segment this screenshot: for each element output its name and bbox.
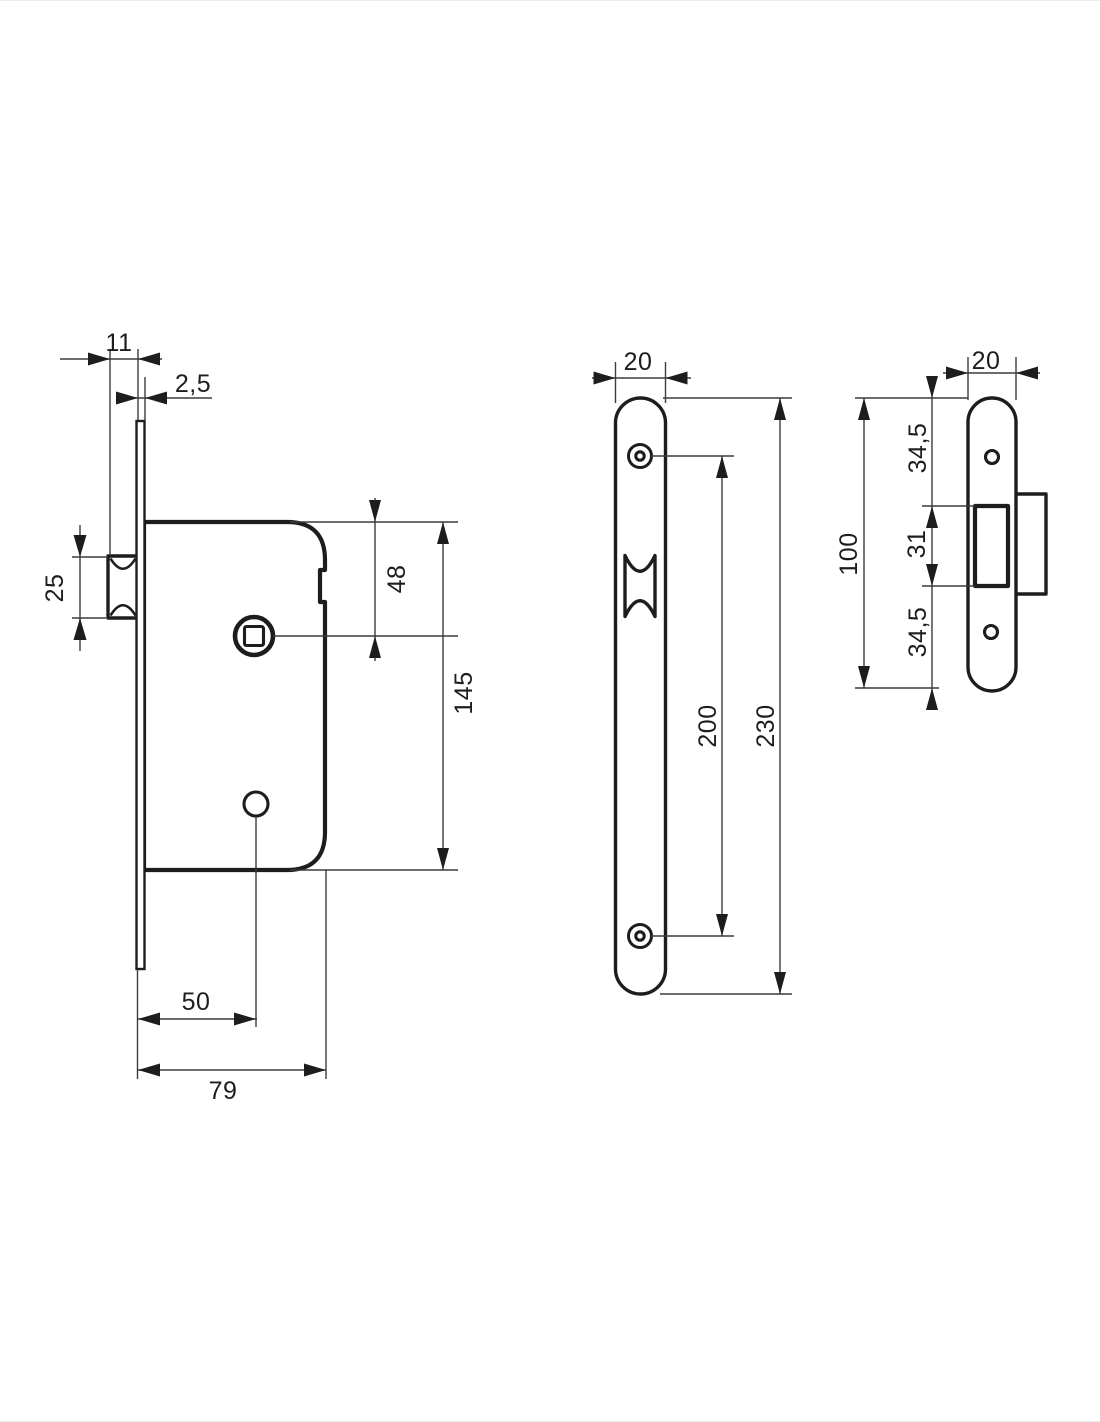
dim-strike-sections: 34,5 31 34,5 — [903, 376, 938, 710]
dim-label: 20 — [972, 347, 1001, 375]
latch-cutout — [623, 553, 657, 619]
dim-label: 2,5 — [175, 370, 211, 398]
dim-latch-protrusion: 11 — [60, 329, 162, 555]
latch-bolt-top-arc — [109, 557, 137, 571]
dim-label: 11 — [106, 329, 133, 357]
latch-bolt-side — [106, 554, 140, 620]
dim-label: 145 — [450, 671, 478, 714]
dim-label: 200 — [694, 704, 722, 747]
strike-plate-view: 20 100 34,5 31 34,5 — [835, 347, 1048, 710]
strike-screw-hole-top — [983, 448, 1001, 466]
dim-label: 50 — [182, 988, 211, 1016]
dim-screw-spacing: 200 — [694, 456, 728, 936]
dim-label: 230 — [752, 704, 780, 747]
dim-strike-width: 20 — [943, 347, 1040, 400]
dim-faceplate-thickness: 2,5 — [116, 370, 212, 420]
latch-opening — [972, 503, 1011, 589]
dim-latch-height: 25 — [41, 525, 106, 651]
lock-body-side-view: 11 2,5 25 48 — [41, 329, 478, 1105]
dim-backset: 50 — [138, 988, 257, 1026]
dim-spindle-offset: 48 — [369, 498, 411, 661]
dim-label: 48 — [383, 565, 411, 594]
dim-label-lower: 34,5 — [904, 607, 932, 658]
latch-bolt-bottom-arc — [109, 603, 137, 617]
strike-tab — [1016, 492, 1048, 596]
dim-label-upper: 34,5 — [904, 423, 932, 474]
faceplate-front-view: 20 200 230 — [592, 348, 792, 996]
dim-faceplate-width: 20 — [592, 348, 691, 403]
keyhole-circle — [242, 790, 270, 818]
lock-case-outline — [141, 519, 328, 873]
dim-label: 100 — [835, 532, 863, 575]
spindle-square-hole — [242, 624, 266, 648]
dim-case-depth: 79 — [138, 1063, 326, 1105]
dim-label: 25 — [41, 574, 69, 603]
screw-hole-bottom-center — [634, 930, 646, 942]
dim-case-height: 145 — [437, 522, 478, 870]
dim-faceplate-height: 230 — [752, 398, 786, 994]
dim-strike-height: 100 — [835, 398, 870, 688]
dim-label-opening: 31 — [903, 530, 931, 559]
faceplate-outline — [613, 396, 668, 996]
faceplate-edge-profile — [135, 419, 146, 971]
screw-hole-top-center — [634, 450, 646, 462]
dim-label: 20 — [624, 348, 653, 376]
strike-screw-hole-bottom — [982, 623, 1000, 641]
dim-label: 79 — [209, 1077, 238, 1105]
